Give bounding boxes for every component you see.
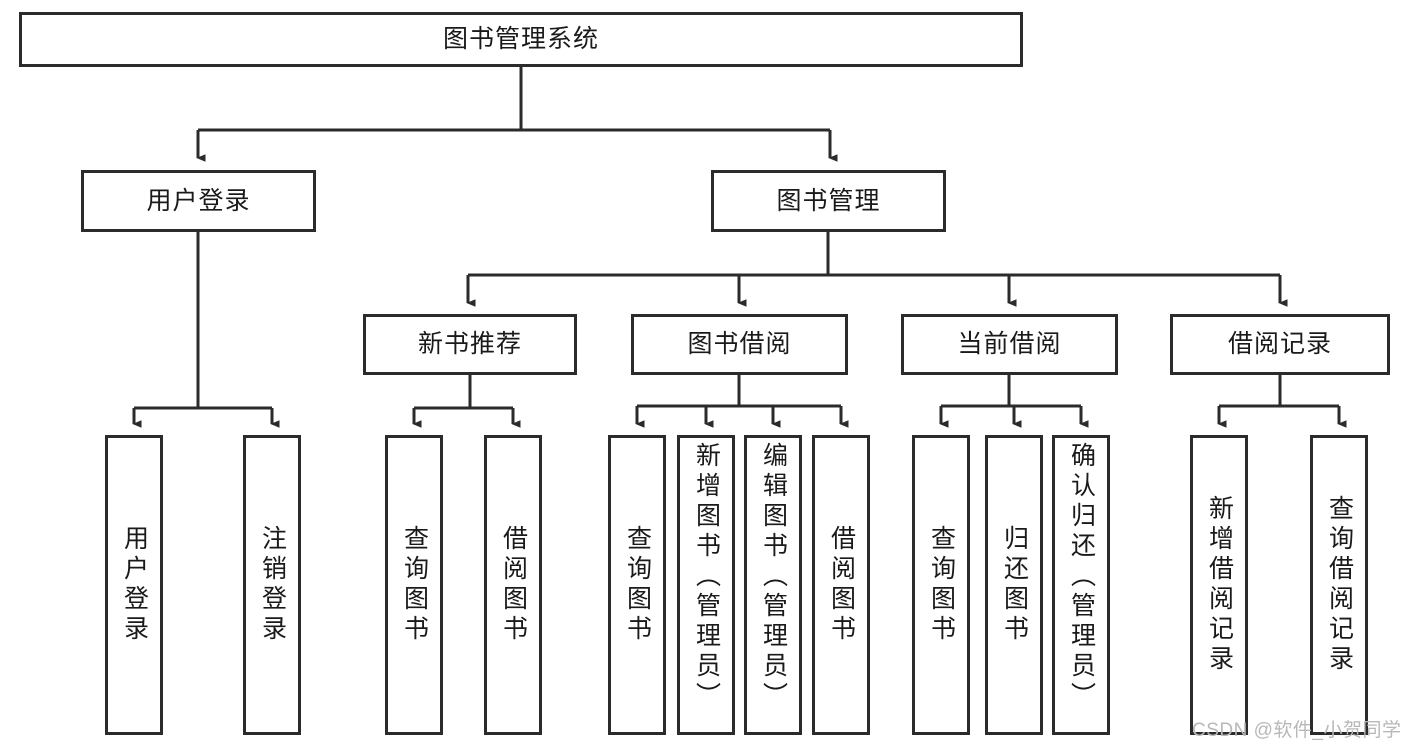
node-new-book-recommend-label: 新书推荐 [417, 330, 522, 359]
leaf-add-book-admin[interactable]: 新增图书（管理员） [677, 435, 735, 735]
leaf-query-book-current-label: 查询图书 [927, 525, 956, 645]
leaf-query-book-recommend[interactable]: 查询图书 [385, 435, 443, 735]
node-root-label: 图书管理系统 [442, 25, 599, 54]
leaf-add-borrow-record-label: 新增借阅记录 [1205, 495, 1234, 675]
node-root[interactable]: 图书管理系统 [19, 12, 1023, 67]
leaf-confirm-return-admin-label: 确认归还（管理员） [1067, 442, 1096, 712]
leaf-borrow-book[interactable]: 借阅图书 [812, 435, 870, 735]
leaf-query-borrow-record-label: 查询借阅记录 [1325, 495, 1354, 675]
node-book-management[interactable]: 图书管理 [711, 170, 946, 232]
node-book-management-label: 图书管理 [776, 186, 881, 215]
node-current-borrow-label: 当前借阅 [957, 330, 1062, 359]
leaf-edit-book-admin[interactable]: 编辑图书（管理员） [744, 435, 802, 735]
leaf-query-book-borrow[interactable]: 查询图书 [608, 435, 666, 735]
node-user-login[interactable]: 用户登录 [81, 170, 316, 232]
leaf-borrow-book-label: 借阅图书 [827, 525, 856, 645]
node-current-borrow[interactable]: 当前借阅 [901, 314, 1118, 375]
node-new-book-recommend[interactable]: 新书推荐 [363, 314, 577, 375]
leaf-query-borrow-record[interactable]: 查询借阅记录 [1310, 435, 1368, 735]
leaf-logout[interactable]: 注销登录 [243, 435, 301, 735]
leaf-user-login-label: 用户登录 [120, 525, 149, 645]
leaf-add-borrow-record[interactable]: 新增借阅记录 [1190, 435, 1248, 735]
leaf-borrow-book-recommend-label: 借阅图书 [499, 525, 528, 645]
csdn-watermark: CSDN @软件_小贺同学 [1192, 720, 1402, 741]
node-borrow-record-label: 借阅记录 [1227, 330, 1332, 359]
leaf-return-book-label: 归还图书 [1000, 525, 1029, 645]
node-book-borrow[interactable]: 图书借阅 [631, 314, 848, 375]
leaf-query-book-recommend-label: 查询图书 [400, 525, 429, 645]
node-user-login-label: 用户登录 [146, 186, 251, 215]
leaf-logout-label: 注销登录 [258, 525, 287, 645]
leaf-user-login[interactable]: 用户登录 [105, 435, 163, 735]
node-borrow-record[interactable]: 借阅记录 [1170, 314, 1390, 375]
leaf-return-book[interactable]: 归还图书 [985, 435, 1043, 735]
leaf-query-book-borrow-label: 查询图书 [623, 525, 652, 645]
leaf-borrow-book-recommend[interactable]: 借阅图书 [484, 435, 542, 735]
leaf-edit-book-admin-label: 编辑图书（管理员） [759, 442, 788, 712]
leaf-query-book-current[interactable]: 查询图书 [912, 435, 970, 735]
leaf-add-book-admin-label: 新增图书（管理员） [692, 442, 721, 712]
node-book-borrow-label: 图书借阅 [687, 330, 792, 359]
leaf-confirm-return-admin[interactable]: 确认归还（管理员） [1052, 435, 1110, 735]
